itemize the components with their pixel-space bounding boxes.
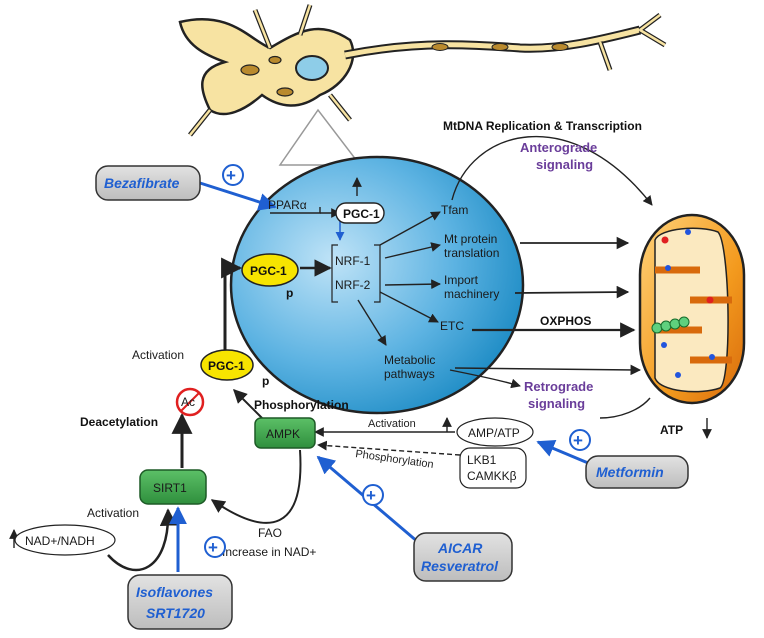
amp-atp-node [456, 417, 534, 447]
isoflavones-box [127, 574, 233, 630]
metformin-plus-sign: + [573, 431, 583, 450]
retrograde-label-1: Retrograde [524, 379, 593, 394]
metabolic-label-2: pathways [384, 367, 435, 381]
activation-amp-label: Activation [368, 418, 416, 430]
metformin-plus-icon [569, 429, 591, 451]
camkk-label: CAMKKβ [467, 469, 517, 483]
import-label-2: machinery [444, 287, 499, 301]
bezafibrate-plus-icon [222, 164, 244, 186]
ppar-alpha-label: PPARα [268, 198, 307, 212]
deacetylation-label: Deacetylation [80, 415, 158, 429]
etc-label: ETC [440, 319, 464, 333]
phosphorylation-lkb-label: Phosphorylation [355, 448, 435, 471]
aicar-label-1: AICAR [437, 540, 483, 556]
activation-sirt-label: Activation [87, 506, 139, 520]
nad-label: NAD+/NADH [25, 534, 95, 548]
activation-pgc-label: Activation [132, 348, 184, 362]
isoflavones-label-1: Isoflavones [136, 584, 213, 600]
nad-node [14, 524, 116, 556]
ampk-node [254, 417, 316, 449]
amp-atp-label: AMP/ATP [468, 426, 520, 440]
fao-label: FAO [258, 526, 282, 540]
pgc1-top-label: PGC-1 [343, 207, 380, 221]
sirt1-label: SIRT1 [153, 481, 187, 495]
neuron-illustration [178, 4, 667, 166]
isoflavones-label-2: SRT1720 [146, 605, 205, 621]
pgc1-left-p: p [286, 286, 293, 300]
atp-label: ATP [660, 423, 683, 437]
nrf2-label: NRF-2 [335, 278, 371, 292]
bezafibrate-label: Bezafibrate [104, 175, 180, 191]
isoflavones-plus-icon [204, 536, 226, 558]
anterograde-label-2: signaling [536, 157, 593, 172]
bezafibrate-box [95, 165, 201, 201]
anterograde-label-1: Anterograde [520, 140, 597, 155]
retrograde-label-2: signaling [528, 396, 585, 411]
aicar-plus-sign: + [366, 486, 376, 505]
import-label-1: Import [444, 273, 479, 287]
acetyl-label: Ac [181, 395, 195, 409]
pgc1-left-label: PGC-1 [250, 264, 287, 278]
aicar-box [413, 532, 513, 582]
aicar-plus-icon [362, 484, 384, 506]
phosphorylation-main-label: Phosphorylation [254, 398, 349, 412]
mitochondrion-illustration [638, 213, 746, 405]
pgc1-lower-label: PGC-1 [208, 359, 245, 373]
lkb1-box [459, 447, 527, 489]
nrf1-label: NRF-1 [335, 254, 371, 268]
ampk-label: AMPK [266, 427, 300, 441]
bezafibrate-plus-sign: + [226, 166, 236, 185]
pgc1-lower-node [200, 349, 254, 381]
metabolic-label-1: Metabolic [384, 353, 435, 367]
tfam-label: Tfam [441, 203, 468, 217]
pgc1-lower-p: p [262, 374, 269, 388]
increase-nad-label: Increase in NAD+ [222, 545, 316, 559]
etc-complex-beads [651, 316, 690, 334]
aicar-label-2: Resveratrol [421, 558, 499, 574]
mt-protein-label-2: translation [444, 246, 499, 260]
metformin-box [585, 455, 689, 489]
lkb1-label: LKB1 [467, 453, 497, 467]
diagram-title: MtDNA Replication & Transcription [443, 119, 642, 133]
oxphos-label: OXPHOS [540, 314, 591, 328]
arrow-layer [9, 135, 712, 572]
nrf-bracket [331, 244, 381, 303]
pgc1-left-node [241, 253, 299, 287]
pgc1-top-pill [335, 202, 385, 224]
isoflavones-plus-sign: + [208, 538, 218, 557]
mt-protein-label-1: Mt protein [444, 232, 497, 246]
acetyl-strike [180, 392, 200, 412]
nucleus-ellipse [229, 155, 525, 415]
metformin-label: Metformin [596, 464, 664, 480]
sirt1-node [139, 469, 207, 505]
